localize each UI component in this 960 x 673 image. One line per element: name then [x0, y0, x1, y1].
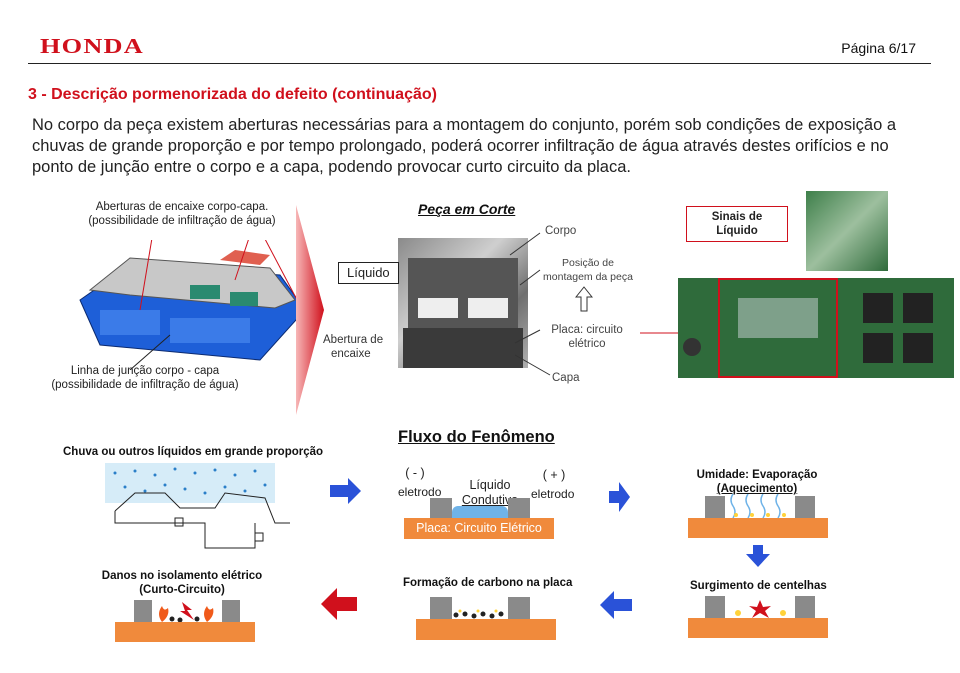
liquid-tag: Líquido	[338, 262, 399, 284]
flow-arrow-2-icon	[609, 482, 630, 512]
sparks-electrode-left	[705, 596, 725, 618]
rain-illustration	[105, 463, 290, 549]
humidity-electrode-right	[795, 496, 815, 518]
openings-label: Aberturas de encaixe corpo-capa. (possib…	[62, 200, 302, 228]
carbon-deposit-icon	[453, 609, 504, 619]
page-number: Página 6/17	[841, 40, 916, 56]
joint-label-line2: (possibilidade de infiltração de água)	[51, 379, 239, 391]
part-3d-illustration	[79, 240, 306, 370]
vapor-icon	[730, 494, 786, 518]
humidity-label: Umidade: Evaporação (Aquecimento)	[682, 468, 832, 496]
damage-line1: Danos no isolamento elétrico	[101, 570, 263, 582]
cut-section-photo	[398, 238, 528, 368]
damage-board	[115, 622, 255, 642]
opening-label: Abertura de encaixe	[323, 333, 383, 361]
liquid-signs-line2: Líquido	[716, 225, 758, 237]
section-title: 3 - Descrição pormenorizada do defeito (…	[28, 86, 437, 103]
liquid-signs-tag: Sinais de Líquido	[686, 206, 788, 242]
damage-line2: (Curto-Circuito)	[139, 584, 225, 596]
humidity-board	[688, 518, 828, 538]
circuit-board-photo	[678, 278, 954, 378]
board-label-line1: Placa: circuito	[551, 324, 623, 336]
board-label: Placa: circuito elétrico	[542, 323, 632, 351]
positive-sign: ( + )	[542, 468, 566, 482]
honda-logo: HONDA	[40, 34, 144, 58]
flow-arrow-3-icon	[600, 591, 632, 619]
mount-position-line1: Posição de	[562, 257, 614, 269]
spark-icon	[735, 600, 786, 618]
sparks-label: Surgimento de centelhas	[690, 580, 827, 592]
joint-label: Linha de junção corpo - capa (possibilid…	[30, 364, 260, 392]
negative-electrode-label: eletrodo	[398, 485, 442, 499]
description-paragraph: No corpo da peça existem aberturas neces…	[32, 116, 897, 176]
header-rule	[28, 63, 931, 64]
damage-electrode-right	[222, 600, 240, 622]
conductive-liquid-line1: Líquido	[469, 478, 511, 492]
body-label: Corpo	[545, 225, 577, 237]
sparks-board	[688, 618, 828, 638]
humidity-electrode-left	[705, 496, 725, 518]
conductive-liquid-label: Líquido Condutivo	[455, 478, 525, 508]
callout-lines	[509, 232, 685, 376]
carbon-board	[416, 619, 556, 640]
liquid-signs-photo	[806, 191, 888, 271]
cover-label: Capa	[552, 372, 580, 384]
negative-sign: ( - )	[405, 466, 425, 480]
carbon-label: Formação de carbono na placa	[403, 577, 573, 589]
big-red-arrow	[296, 205, 324, 415]
positive-electrode	[508, 498, 530, 518]
negative-electrode	[430, 498, 452, 518]
sparks-electrode-right	[795, 596, 815, 618]
up-arrow-icon	[575, 286, 593, 312]
fire-icon	[159, 602, 214, 622]
opening-label-line1: Abertura de	[323, 334, 384, 346]
liquid-signs-line1: Sinais de	[711, 211, 763, 223]
conductive-liquid-line2: Condutivo	[461, 493, 519, 507]
damage-electrode-left	[134, 600, 152, 622]
joint-label-line1: Linha de junção corpo - capa	[70, 365, 220, 377]
flow-arrow-down-icon	[746, 545, 770, 567]
mount-position-label: Posição de montagem da peça	[538, 256, 638, 284]
positive-electrode-label: eletrodo	[531, 487, 575, 501]
flow-title: Fluxo do Fenômeno	[398, 428, 555, 446]
flow-arrow-1-icon	[330, 478, 361, 504]
rain-label: Chuva ou outros líquidos em grande propo…	[63, 446, 324, 458]
cut-title: Peça em Corte	[418, 201, 516, 217]
damage-label: Danos no isolamento elétrico (Curto-Circ…	[92, 569, 272, 597]
circuit-board-bar: Placa: Circuito Elétrico	[404, 518, 554, 539]
humidity-line1: Umidade: Evaporação	[696, 469, 818, 481]
openings-label-line2: (possibilidade de infiltração de água)	[88, 215, 276, 227]
carbon-electrode-right	[508, 597, 530, 619]
opening-label-line2: encaixe	[331, 348, 371, 360]
humidity-line2: (Aquecimento)	[716, 483, 798, 495]
openings-label-line1: Aberturas de encaixe corpo-capa.	[95, 201, 269, 213]
mount-position-line2: montagem da peça	[543, 271, 633, 283]
conductive-liquid-drop	[452, 506, 508, 518]
board-label-line2: elétrico	[568, 338, 606, 350]
carbon-electrode-left	[430, 597, 452, 619]
flow-arrow-red-icon	[321, 588, 357, 620]
